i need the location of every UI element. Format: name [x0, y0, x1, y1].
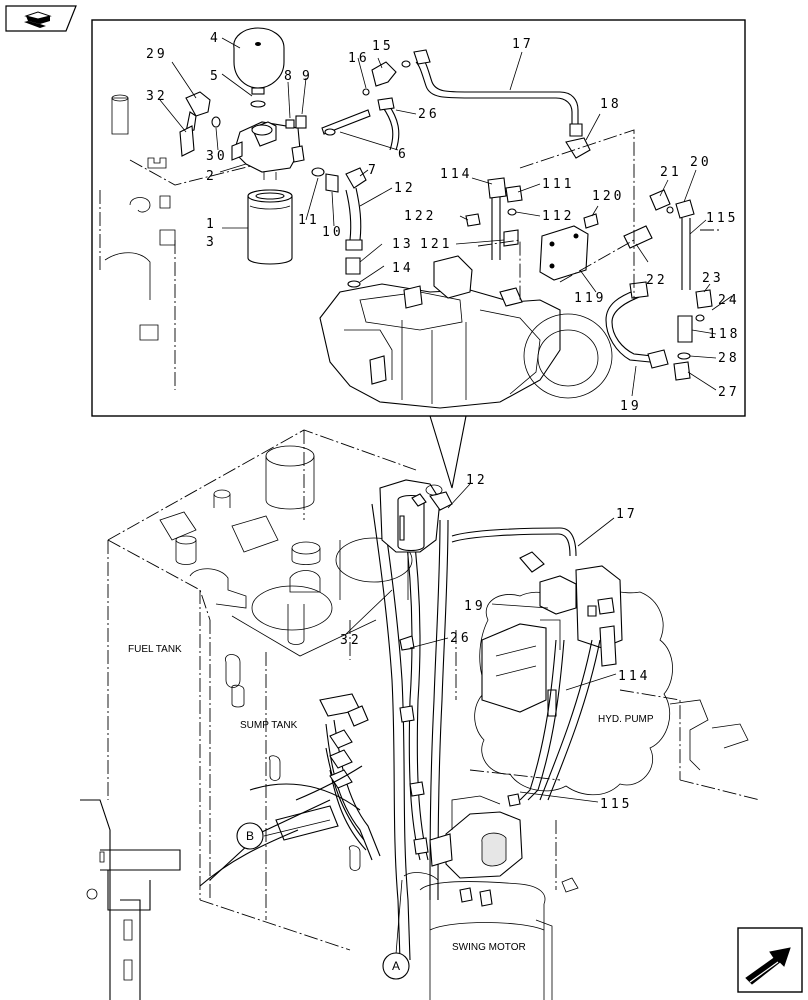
- reference-b-label: B: [246, 829, 254, 843]
- overview-drawing: [80, 429, 761, 1000]
- callout-9: 9: [302, 69, 313, 84]
- callout-28: 28: [718, 351, 740, 366]
- callout-12-overview: 12: [466, 473, 488, 488]
- callout-2: 2: [206, 169, 217, 184]
- callout-21: 21: [660, 165, 682, 180]
- callout-17: 17: [512, 37, 534, 52]
- reference-a[interactable]: A: [382, 952, 410, 980]
- callout-7: 7: [368, 163, 379, 178]
- callout-120: 120: [592, 189, 624, 204]
- callout-8: 8: [284, 69, 295, 84]
- callout-119: 119: [574, 291, 606, 306]
- callout-118: 118: [708, 327, 740, 342]
- callout-114: 114: [440, 167, 472, 182]
- callout-18: 18: [600, 97, 622, 112]
- callout-19-overview: 19: [464, 599, 486, 614]
- callout-3: 3: [206, 235, 217, 250]
- callout-24: 24: [718, 293, 740, 308]
- callout-4: 4: [210, 31, 221, 46]
- inset-pointer: [429, 415, 467, 489]
- callout-32-overview: 32: [340, 633, 362, 648]
- label-fuel-tank: FUEL TANK: [128, 644, 182, 655]
- callout-26: 26: [418, 107, 440, 122]
- callout-19: 19: [620, 399, 642, 414]
- callout-12: 12: [394, 181, 416, 196]
- next-page-arrow-icon: [745, 947, 791, 985]
- callout-22: 22: [646, 273, 668, 288]
- detail-callouts: 29 32 30 4 5 8 9 2 1 3 11 10 7 6 26 16 1…: [146, 31, 740, 414]
- callout-122: 122: [404, 209, 436, 224]
- callout-29: 29: [146, 47, 168, 62]
- callout-5: 5: [210, 69, 221, 84]
- callout-20: 20: [690, 155, 712, 170]
- callout-115: 115: [706, 211, 738, 226]
- reference-a-label: A: [392, 959, 400, 973]
- callout-15: 15: [372, 39, 394, 54]
- callout-13: 13: [392, 237, 414, 252]
- callout-10: 10: [322, 225, 344, 240]
- callout-121: 121: [420, 237, 452, 252]
- next-page-button[interactable]: [737, 927, 803, 993]
- callout-17-overview: 17: [616, 507, 638, 522]
- callout-6: 6: [398, 147, 409, 162]
- callout-16: 16: [348, 51, 370, 66]
- overview-callouts: 12 17 19 32 26 114 115: [340, 473, 650, 812]
- label-hyd-pump: HYD. PUMP: [598, 714, 654, 725]
- label-sump-tank: SUMP TANK: [240, 720, 298, 731]
- callout-11: 11: [298, 213, 320, 228]
- callout-27: 27: [718, 385, 740, 400]
- component-labels: FUEL TANK SUMP TANK HYD. PUMP SWING MOTO…: [128, 644, 654, 953]
- callout-23: 23: [702, 271, 724, 286]
- callout-115-overview: 115: [600, 797, 632, 812]
- callout-30: 30: [206, 149, 228, 164]
- callout-32: 32: [146, 89, 168, 104]
- callout-111: 111: [542, 177, 574, 192]
- callout-26-overview: 26: [450, 631, 472, 646]
- callout-114-overview: 114: [618, 669, 650, 684]
- callout-112: 112: [542, 209, 574, 224]
- reference-b[interactable]: B: [236, 822, 264, 850]
- callout-1: 1: [206, 217, 217, 232]
- back-button[interactable]: [5, 5, 77, 32]
- callout-14: 14: [392, 261, 414, 276]
- back-arrow-icon: [24, 11, 52, 28]
- detail-drawing: [99, 27, 733, 409]
- label-swing-motor: SWING MOTOR: [452, 942, 526, 953]
